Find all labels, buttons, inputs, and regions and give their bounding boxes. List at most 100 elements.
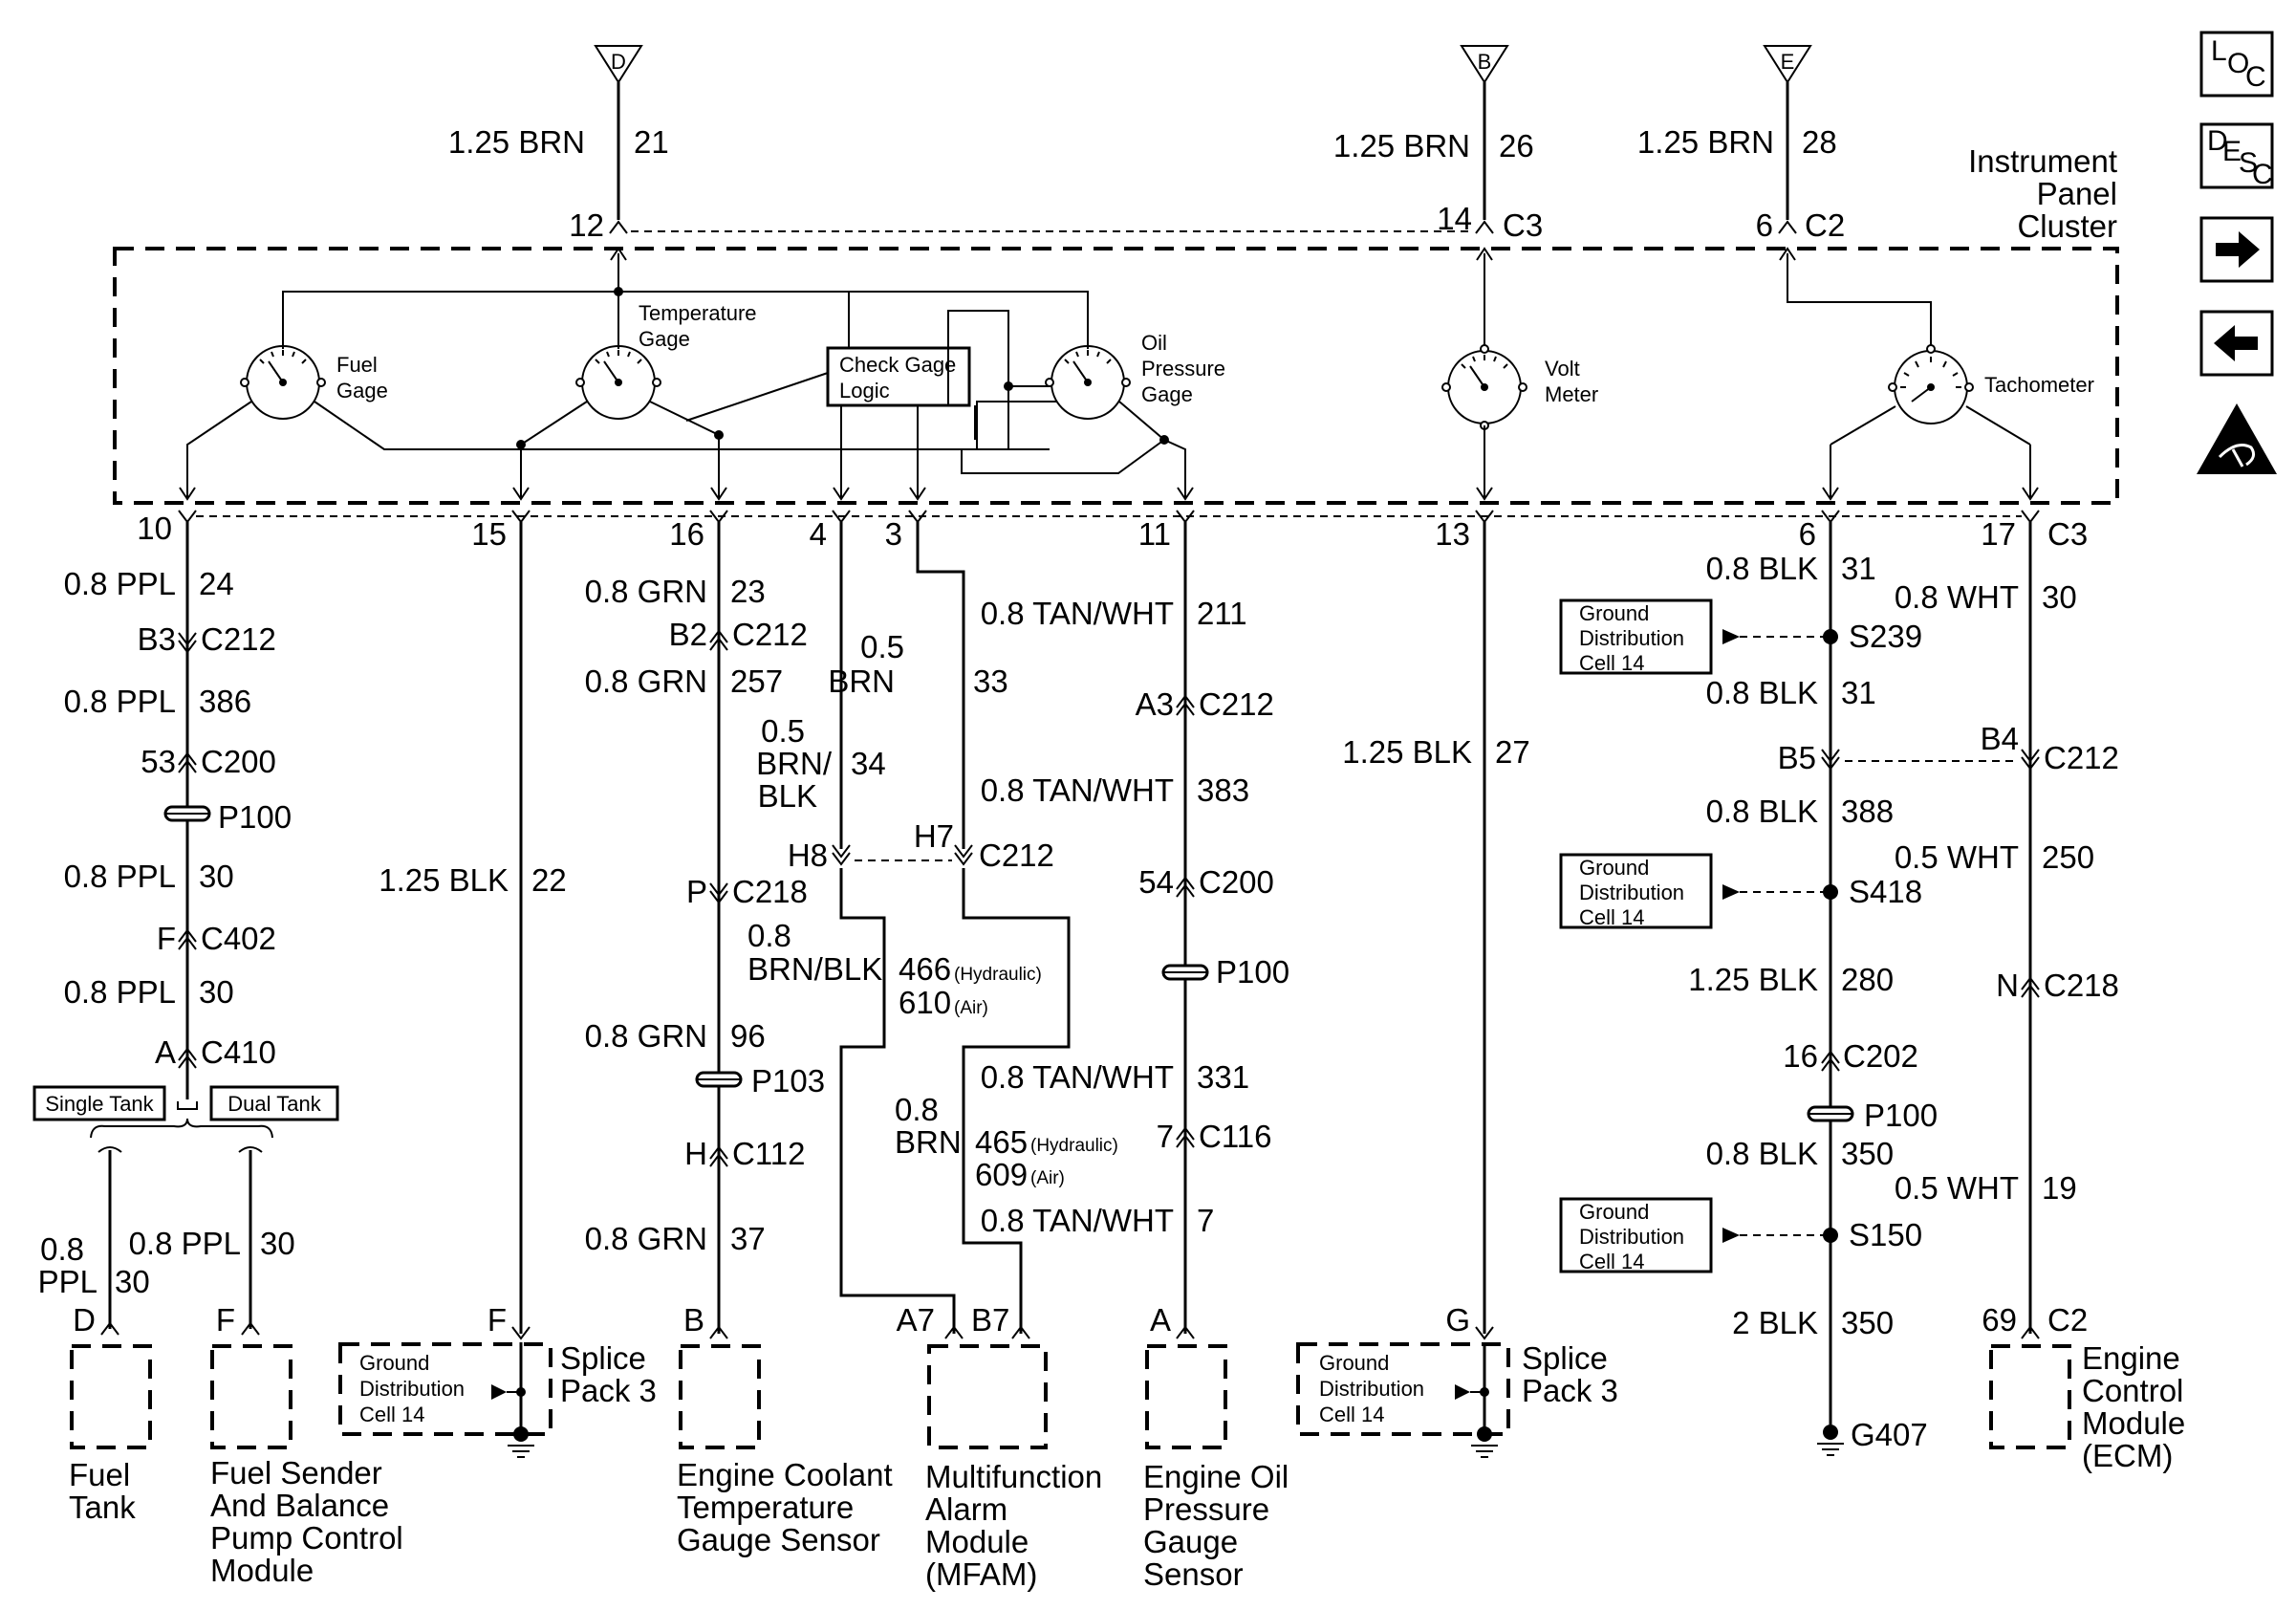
p17-pin: 69 [1982,1302,2017,1338]
feed-d-pin: 12 [569,207,604,243]
p6-circuit-3: 388 [1841,794,1894,829]
fuel-gage-label-1: Fuel [336,353,378,377]
ect-pin: B [683,1302,704,1338]
pin15-pin: F [487,1302,507,1338]
feed-e-letter: E [1781,50,1795,74]
fuel-tank-label-1: Fuel [69,1457,130,1492]
mfam-pin-b7: B7 [971,1302,1009,1338]
pin-c3: C3 [2047,516,2088,552]
ect-conn-1b: C212 [732,617,808,652]
feed-d-circuit: 21 [634,124,669,160]
pin15-circuit: 22 [531,862,567,898]
ect-conn-2b: C218 [732,874,808,909]
mfam-label-3: Module [925,1524,1029,1559]
p17-circuit-3: 19 [2042,1170,2077,1206]
previous-page-button[interactable] [2199,310,2274,377]
pin-13: 13 [1435,516,1470,552]
cluster-title-2: Panel [2037,176,2117,211]
oil-sensor-label-1: Engine Oil [1143,1459,1289,1494]
p6-wire-5: 0.8 BLK [1706,1136,1818,1171]
fuel-sender-label-4: Module [210,1553,314,1588]
mfam-wire-bb: BRN/BLK [747,951,882,987]
pin13-splice-2: Pack 3 [1522,1373,1618,1408]
feed-d-letter: D [611,50,626,74]
oil-conn-1b: C212 [1199,686,1274,722]
feed-d-triangle [594,45,643,84]
pin13-splice-1: Splice [1522,1340,1608,1376]
pin-6: 6 [1799,516,1816,552]
oil-wire-4: 0.8 TAN/WHT [981,1203,1174,1238]
mfam-c609n: (Air) [1030,1168,1065,1188]
fuel-wire-5a: 0.8 [40,1231,84,1267]
ecm-box [1989,1344,2071,1449]
temp-gage-label-1: Temperature [639,301,757,325]
fuel-wire-4: 0.8 PPL [64,974,176,1010]
ecm-label-4: (ECM) [2082,1438,2173,1473]
feed-b-letter: B [1478,50,1492,74]
desc-letter-c: C [2252,159,2273,190]
feed-d-wire: 1.25 BRN [448,124,585,160]
pin13-gnd-1: Ground [1319,1351,1389,1375]
mfam-c465: 465 [975,1124,1028,1160]
b5: B5 [1778,740,1816,775]
mfam-label-4: (MFAM) [925,1556,1037,1592]
feed-b-circuit: 26 [1499,128,1534,163]
description-button[interactable]: D E S C [2199,122,2274,190]
pin13-pin: G [1445,1302,1470,1338]
oil-wire-3: 0.8 TAN/WHT [981,1059,1174,1095]
fuel-wire-1: 0.8 PPL [64,566,176,601]
loc-letter-c: C [2245,61,2266,93]
p6-p100: P100 [1864,1098,1938,1133]
s418: S418 [1849,874,1922,909]
p6-wire-4: 1.25 BLK [1688,962,1818,997]
oil-gage-label-1: Oil [1141,331,1167,355]
volt-meter: Volt Meter [1441,344,1598,497]
p6-conn-2a: 16 [1783,1038,1818,1074]
oil-wire-1: 0.8 TAN/WHT [981,596,1174,631]
volt-meter-label-2: Meter [1545,382,1598,406]
p6-wire-2: 0.8 BLK [1706,675,1818,710]
s150-gnd-1: Ground [1579,1200,1649,1224]
ect-sensor-label-3: Gauge Sensor [677,1522,880,1557]
fuel-circuit-5: 30 [115,1264,150,1299]
location-button[interactable]: L O C [2199,31,2274,98]
mfam-wire-brb: BRN [895,1124,962,1160]
p17-c212: C212 [2044,740,2119,775]
fuel-tank-box [70,1344,152,1449]
p6-circuit-4: 280 [1841,962,1894,997]
ect-p103: P103 [751,1063,825,1099]
oil-conn-1a: A3 [1136,686,1174,722]
ect-wire-1: 0.8 GRN [585,574,707,609]
feed-b-triangle [1460,45,1509,84]
p6-conn-2b: C202 [1843,1038,1918,1074]
coolant-circuit: 0.8 GRN 23 B2 C212 0.8 GRN 257 P C218 0.… [585,522,893,1557]
tach-ground-circuit: 0.8 BLK 31 Ground Distribution Cell 14 S… [1559,522,2015,1456]
cluster-title-1: Instrument [1968,143,2117,179]
ect-circuit-3: 96 [730,1018,766,1054]
mfam-wire-4c: BLK [758,778,817,814]
s418-gnd-3: Cell 14 [1579,905,1644,929]
feed-e-wire: 1.25 BRN [1637,124,1774,160]
cluster-title-3: Cluster [2017,208,2117,244]
ground-circuit-13: 1.25 BLK 27 G Ground Distribution Cell 1… [1296,522,1618,1458]
fuel-conn-3a: F [157,921,176,956]
fuel-conn-4a: A [155,1034,176,1070]
ecm-label-2: Control [2082,1373,2183,1408]
ect-conn-1a: B2 [669,617,707,652]
desc-letter-s: S [2239,147,2258,179]
fuel-p100: P100 [218,799,292,835]
mfam-label-2: Alarm [925,1491,1007,1527]
s239: S239 [1849,619,1922,654]
fuel-wire-5b: PPL [38,1264,97,1299]
ground-circuit-15: 1.25 BLK 22 F Ground Distribution Cell 1… [338,522,657,1458]
fuel-circuit-4: 30 [199,974,234,1010]
next-page-button[interactable] [2199,216,2274,283]
ect-sensor-label-2: Temperature [677,1490,854,1525]
b4: B4 [1981,721,2019,756]
mfam-label-1: Multifunction [925,1459,1102,1494]
desc-letter-e: E [2222,136,2242,167]
mfam-circuit-4: 34 [851,746,886,781]
mfam-h8: H8 [788,838,828,873]
p17-conn-2a: N [1996,968,2019,1003]
feed-e-conn: C2 [1805,207,1845,243]
